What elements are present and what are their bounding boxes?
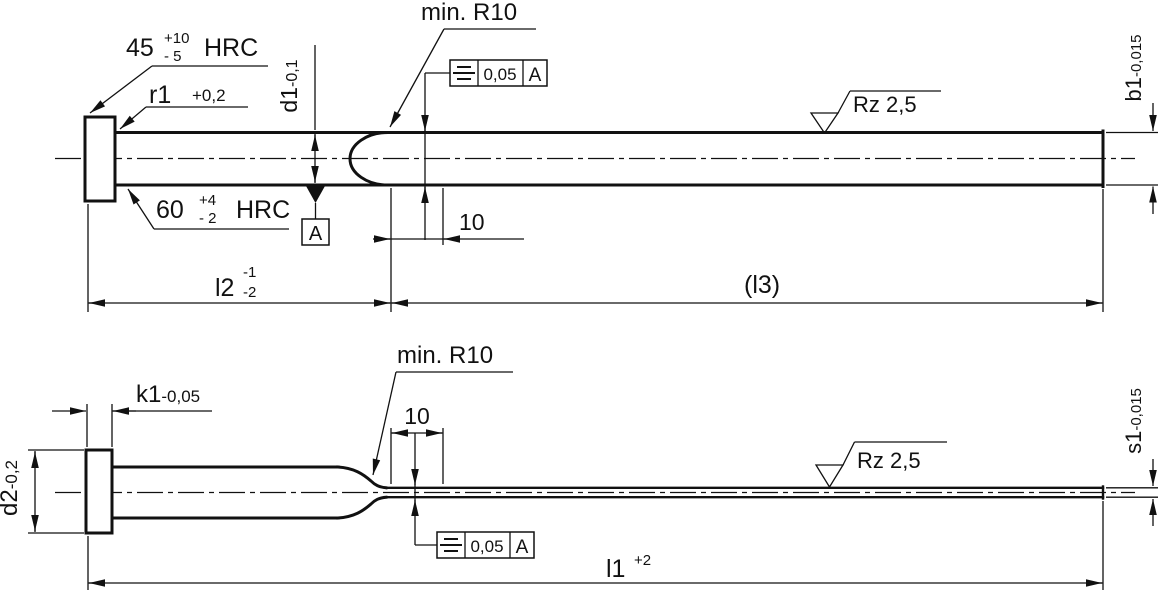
transition-curve-bottom: [336, 495, 388, 520]
tolerance-frame-box: [436, 531, 535, 559]
leader-arrow: [119, 106, 147, 130]
surface-hardness-minus: - 2: [199, 210, 217, 227]
roughness-symbol-top: Rz 2,5: [809, 90, 941, 135]
roughness-leg: [837, 90, 851, 114]
bottom-view: k1-0,05 d2-0,2 min. R10 10: [0, 342, 1158, 590]
surface-hardness-unit: HRC: [236, 196, 290, 224]
edge-radius-tolerance: +0,2: [192, 86, 226, 105]
pin-head-outline: [84, 448, 114, 535]
leader-arrow: [372, 371, 397, 476]
tolerance-value: 0,05: [483, 65, 516, 84]
l1-dimension: l1 +2: [87, 501, 1104, 590]
flat-dim-value: 10: [404, 403, 430, 429]
roughness-symbol-bottom: Rz 2,5: [814, 441, 947, 489]
l1-label: l1: [606, 555, 625, 583]
roughness-triangle-icon: [809, 112, 840, 135]
l1-tolerance: +2: [634, 552, 651, 569]
top-view: 45 +10 - 5 HRC r1 +0,2 60 +4 - 2 HRC min…: [55, 0, 1158, 312]
l2-lower-tol: -2: [243, 284, 256, 301]
head-hardness-note: 45 +10 - 5 HRC: [89, 30, 268, 114]
edge-radius-label: r1: [149, 81, 171, 109]
pin-outline-bottom-view: [84, 448, 1105, 535]
surface-hardness-plus: +4: [199, 192, 216, 209]
transition-curve-top: [336, 465, 388, 490]
k1-dimension: k1-0,05: [52, 381, 212, 447]
b1-dimension: b1-0,015: [1106, 34, 1158, 214]
roughness-value: Rz 2,5: [857, 448, 921, 473]
flat-length-dimension-bottom: 10: [390, 403, 444, 484]
symmetry-icon: [453, 66, 475, 80]
edge-radius-note: r1 +0,2: [119, 81, 248, 130]
datum-triangle: [306, 186, 325, 203]
k1-label: k1-0,05: [136, 381, 200, 408]
l3-label: (l3): [744, 271, 780, 299]
roughness-triangle-icon: [814, 464, 845, 489]
surface-hardness-note: 60 +4 - 2 HRC: [127, 188, 290, 230]
head-hardness-unit: HRC: [204, 34, 258, 62]
min-radius-text: min. R10: [397, 342, 493, 369]
flat-length-dimension-top: 10: [373, 188, 524, 245]
d2-dimension: d2-0,2: [0, 449, 84, 534]
head-hardness-plus: +10: [164, 30, 189, 47]
min-radius-note-bottom: min. R10: [372, 342, 513, 476]
min-radius-note: min. R10: [389, 0, 536, 128]
symmetry-icon: [440, 538, 462, 552]
tolerance-value: 0,05: [470, 537, 503, 556]
head-hardness-minus: - 5: [164, 48, 182, 65]
roughness-leg: [842, 441, 856, 466]
s1-dimension: s1-0,015: [1106, 388, 1158, 526]
leader-arrow: [389, 28, 445, 128]
flat-dim-value: 10: [459, 209, 485, 235]
min-radius-text: min. R10: [421, 0, 517, 26]
b1-label: b1-0,015: [1121, 34, 1146, 101]
symmetry-tolerance-frame: 0,05 A: [421, 59, 548, 240]
s1-label: s1-0,015: [1121, 388, 1146, 454]
d1-dimension: d1-0,1 A: [276, 45, 330, 246]
length-dimensions-top: l2 -1 -2 (l3): [87, 188, 1104, 312]
surface-hardness-value: 60: [156, 196, 184, 224]
pin-outline-top-view: [83, 115, 1105, 203]
l2-upper-tol: -1: [243, 264, 256, 281]
l2-label: l2: [215, 274, 234, 302]
pin-head-outline: [83, 115, 117, 203]
datum-box: [301, 218, 330, 246]
leader-arrow: [127, 188, 155, 230]
head-hardness-value: 45: [126, 34, 154, 62]
flat-transition-arc: [348, 130, 390, 187]
d1-label: d1-0,1: [276, 59, 302, 112]
symmetry-tolerance-frame-bottom: 0,05 A: [411, 433, 535, 559]
roughness-value: Rz 2,5: [853, 92, 917, 117]
tolerance-datum-ref: A: [516, 537, 529, 558]
leader-arrow: [89, 65, 153, 114]
tolerance-datum-ref: A: [529, 65, 542, 86]
datum-letter: A: [309, 223, 323, 245]
d2-label: d2-0,2: [0, 460, 23, 516]
